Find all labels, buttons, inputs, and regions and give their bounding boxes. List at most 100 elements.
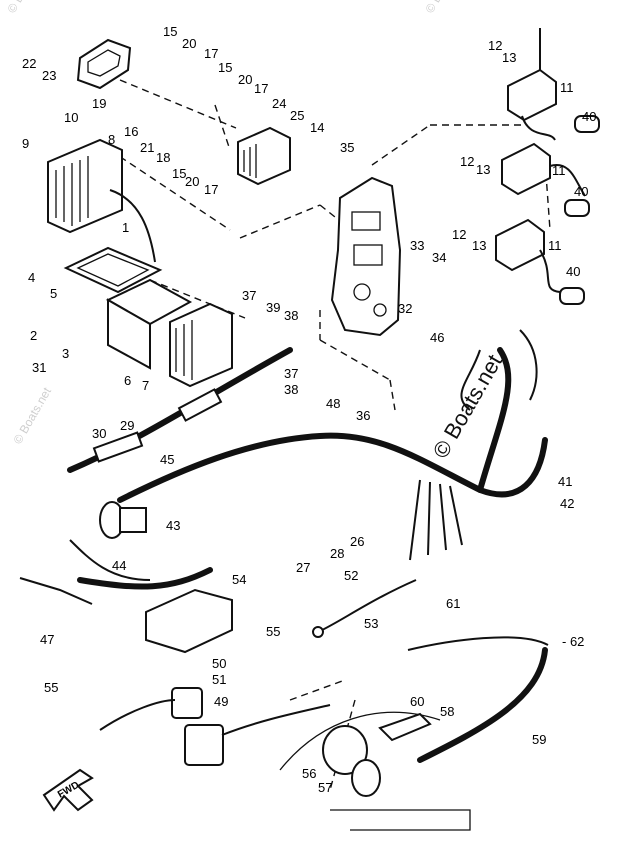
callout-7: 7: [142, 378, 149, 393]
callout-56: 56: [302, 766, 316, 781]
callout-37-a: 37: [242, 288, 256, 303]
callout-27: 27: [296, 560, 310, 575]
bracket-32: [330, 176, 402, 337]
callout-58: 58: [440, 704, 454, 719]
callout-19: 19: [92, 96, 106, 111]
plug-caps-40: [559, 115, 600, 305]
callout-26: 26: [350, 534, 364, 549]
callout-44: 44: [112, 558, 126, 573]
callout-61: 61: [446, 596, 460, 611]
bracket-19: [76, 38, 132, 90]
callout-20-a: 20: [182, 36, 196, 51]
callout-57: 57: [318, 780, 332, 795]
callout-3: 3: [62, 346, 69, 361]
cover-54: [145, 588, 233, 654]
lower-panel: [279, 636, 549, 831]
wire-53: [312, 579, 417, 638]
callout-52: 52: [344, 568, 358, 583]
callout-55-b: 55: [44, 680, 58, 695]
callout-8: 8: [108, 132, 115, 147]
callout-30: 30: [92, 426, 106, 441]
callout-53: 53: [364, 616, 378, 631]
callout-54: 54: [232, 572, 246, 587]
watermark-top-right: © Boats.net: [422, 0, 466, 16]
watermark-left: © Boats.net: [10, 384, 54, 446]
callout-36: 36: [356, 408, 370, 423]
ignition-coil-top: [507, 28, 557, 141]
callout-13-middle: 13: [476, 162, 490, 177]
cdi-unit-lower: [169, 302, 233, 388]
callout-12-top: 12: [488, 38, 502, 53]
callout-10: 10: [64, 110, 78, 125]
callout-2: 2: [30, 328, 37, 343]
fwd-arrow: FWD: [42, 768, 94, 812]
callout-59: 59: [532, 732, 546, 747]
callout-39: 39: [266, 300, 280, 315]
callout-1: 1: [122, 220, 129, 235]
callout-20-b: 20: [238, 72, 252, 87]
callout-35: 35: [340, 140, 354, 155]
callout-46: 46: [430, 330, 444, 345]
callout-5: 5: [50, 286, 57, 301]
callout-28: 28: [330, 546, 344, 561]
callout-40-b: 40: [574, 184, 588, 199]
ignition-coil-bottom: [495, 218, 561, 293]
callout-45: 45: [160, 452, 174, 467]
callout-40-a: 40: [582, 109, 596, 124]
callout-9: 9: [22, 136, 29, 151]
callout-11-middle: 11: [552, 163, 566, 178]
cable-44: [19, 539, 213, 605]
cdi-unit-1: [47, 138, 156, 263]
callout-12-bottom: 12: [452, 227, 466, 242]
callout-32: 32: [398, 301, 412, 316]
callout-4: 4: [28, 270, 35, 285]
callout-43: 43: [166, 518, 180, 533]
callout-21: 21: [140, 140, 154, 155]
watermark-top-left: © Boats.net: [4, 0, 48, 16]
callout-37-b: 37: [284, 366, 298, 381]
callout-15-b: 15: [218, 60, 232, 75]
callout-41: 41: [558, 474, 572, 489]
callout-48: 48: [326, 396, 340, 411]
callout-29: 29: [120, 418, 134, 433]
callout-11-top: 11: [560, 80, 574, 95]
callout-14: 14: [310, 120, 324, 135]
callout-6: 6: [124, 373, 131, 388]
callout-23: 23: [42, 68, 56, 83]
callout-16: 16: [124, 124, 138, 139]
callout-33: 33: [410, 238, 424, 253]
callout-11-bottom: 11: [548, 238, 562, 253]
callout-13-bottom: 13: [472, 238, 486, 253]
callout-49: 49: [214, 694, 228, 709]
callout-24: 24: [272, 96, 286, 111]
callout-labels: 1 2 3 4 5 6 7 8 9 10 11 11 11 12 12 12 1…: [22, 24, 596, 795]
callout-42: 42: [560, 496, 574, 511]
callout-50: 50: [212, 656, 226, 671]
cable-45: [67, 347, 293, 473]
callout-47: 47: [40, 632, 54, 647]
callout-38-a: 38: [284, 308, 298, 323]
callout-60: 60: [410, 694, 424, 709]
plug-connector: [99, 501, 147, 539]
callout-17-a: 17: [204, 46, 218, 61]
plate-3: [105, 278, 193, 370]
relay-49: [99, 687, 331, 766]
callout-20-c: 20: [185, 174, 199, 189]
callout-22: 22: [22, 56, 36, 71]
callout-34: 34: [432, 250, 446, 265]
wire-harness-43: [117, 329, 548, 561]
callout-13-top: 13: [502, 50, 516, 65]
callout-40-c: 40: [566, 264, 580, 279]
rectifier-14: [237, 126, 291, 186]
callout-18: 18: [156, 150, 170, 165]
callout-31: 31: [32, 360, 46, 375]
callout-15-c: 15: [172, 166, 186, 181]
callout-15-a: 15: [163, 24, 177, 39]
leader-lines: [109, 79, 551, 791]
callout-55-a: 55: [266, 624, 280, 639]
callout-12-middle: 12: [460, 154, 474, 169]
callout-17-b: 17: [254, 81, 268, 96]
callout-38-b: 38: [284, 382, 298, 397]
callout-25: 25: [290, 108, 304, 123]
